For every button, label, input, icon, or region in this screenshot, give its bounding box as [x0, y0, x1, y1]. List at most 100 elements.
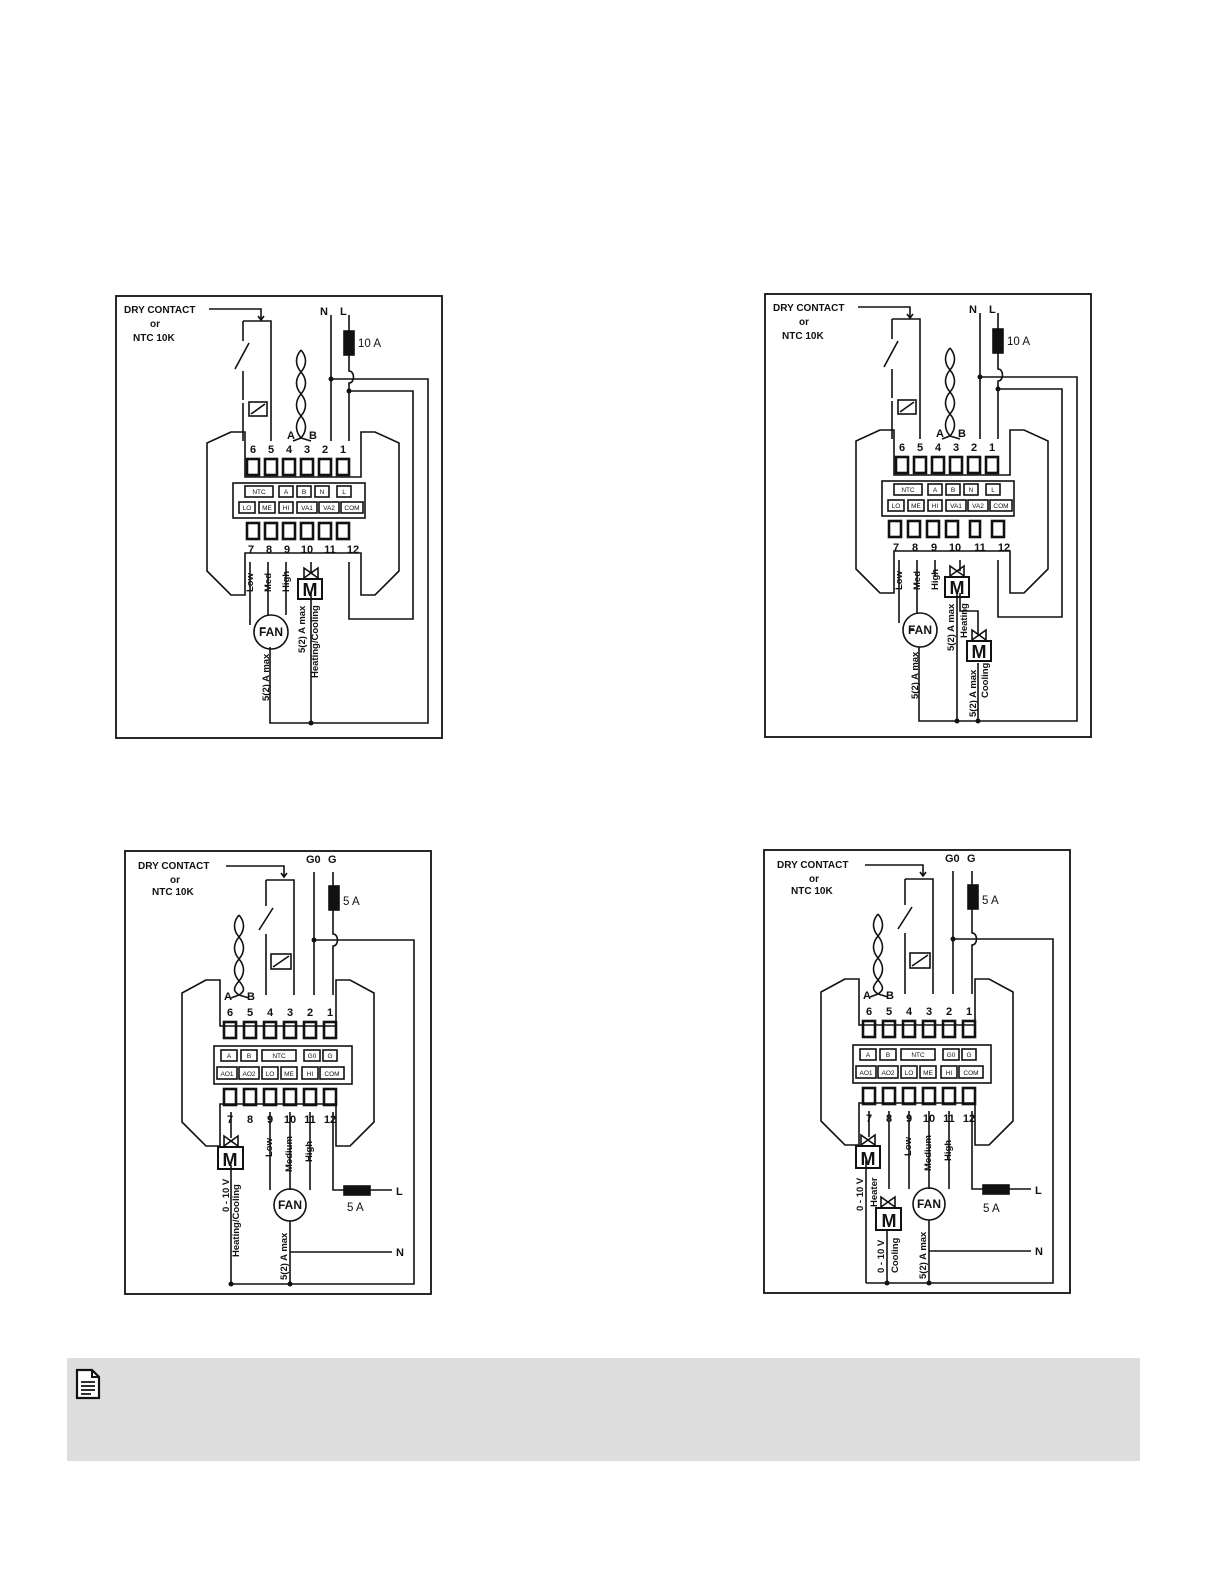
- terminal-num: 11: [974, 542, 986, 554]
- terminal-label: NTC: [252, 489, 266, 496]
- diagram-c-title-2: or: [170, 875, 180, 886]
- terminal-label: ME: [262, 505, 272, 512]
- terminal-num: 5: [886, 1006, 892, 1018]
- terminal-num: 7: [893, 542, 899, 554]
- terminal-label: G: [327, 1053, 332, 1060]
- terminal-num: 2: [322, 444, 328, 456]
- diagram-a-title-3: NTC 10K: [133, 333, 175, 344]
- fan-speed-high: High: [281, 571, 292, 592]
- diagram-c-title-3: NTC 10K: [152, 887, 194, 898]
- terminal-label: G0: [308, 1053, 317, 1060]
- wiring-diagram-c-svg: DRY CONTACT or NTC 10K G0 G 5 A A B 6 5 …: [124, 850, 432, 1295]
- terminal-label: AO2: [881, 1070, 894, 1077]
- terminal-num: 9: [284, 544, 290, 556]
- terminal-label: B: [951, 487, 955, 494]
- fan-speed-low: Low: [894, 570, 905, 590]
- terminal-label: A: [933, 487, 938, 494]
- terminal-num: 7: [227, 1114, 233, 1126]
- terminal-label: LO: [892, 503, 901, 510]
- diagram-b-title-3: NTC 10K: [782, 331, 824, 342]
- terminal-num: 7: [866, 1113, 872, 1125]
- terminal-label: NTC: [911, 1052, 925, 1059]
- mains-l: L: [1035, 1185, 1042, 1197]
- diagram-a-fuse: 10 A: [358, 338, 381, 350]
- fan-label: FAN: [259, 625, 283, 639]
- mains-fuse: 5 A: [983, 1203, 1000, 1215]
- diagram-b-supply-n: N: [969, 304, 977, 316]
- terminal-label: A: [227, 1053, 232, 1060]
- terminal-label: G0: [947, 1052, 956, 1059]
- terminal-num: 2: [946, 1006, 952, 1018]
- actuator-cooling-function: Cooling: [980, 662, 991, 698]
- terminal-label: VA1: [301, 505, 313, 512]
- terminal-label: B: [886, 1052, 890, 1059]
- diagram-a-supply-n: N: [320, 306, 328, 318]
- terminal-num: 10: [301, 544, 313, 556]
- terminal-num: 11: [943, 1113, 955, 1125]
- terminal-num: 1: [989, 442, 995, 454]
- terminal-num: 8: [912, 542, 918, 554]
- terminal-num: 4: [906, 1006, 913, 1018]
- terminal-num: 4: [935, 442, 942, 454]
- diagram-a-supply-l: L: [340, 306, 347, 318]
- fan-label: FAN: [917, 1197, 941, 1211]
- terminal-num: 4: [286, 444, 293, 456]
- diagram-d-title-1: DRY CONTACT: [777, 860, 848, 871]
- terminal-num: 9: [906, 1113, 912, 1125]
- terminal-num: 10: [284, 1114, 296, 1126]
- terminal-num: 6: [250, 444, 256, 456]
- terminal-num: 5: [247, 1007, 253, 1019]
- fan-rating: 5(2) A max: [279, 1232, 290, 1280]
- terminal-label: LO: [266, 1071, 275, 1078]
- actuator-rating: 5(2) A max: [297, 605, 308, 653]
- actuator-heating-function: Heating: [959, 603, 970, 638]
- terminal-num: 7: [248, 544, 254, 556]
- wiring-diagram-b: DRY CONTACT or NTC 10K N L 10 A A B 6 5 …: [764, 293, 1092, 738]
- diagram-a-bus-b: B: [309, 430, 317, 442]
- actuator-cooling-rating: 5(2) A max: [968, 669, 979, 717]
- actuator-function: Heating/Cooling: [231, 1184, 242, 1257]
- diagram-c-title-1: DRY CONTACT: [138, 861, 209, 872]
- diagram-b-bus-b: B: [958, 428, 966, 440]
- terminal-label: ME: [284, 1071, 294, 1078]
- fan-label: FAN: [908, 623, 932, 637]
- terminal-label: ME: [911, 503, 921, 510]
- terminal-num: 1: [340, 444, 346, 456]
- terminal-label: HI: [932, 503, 939, 510]
- terminal-num: 1: [327, 1007, 333, 1019]
- terminal-label: NTC: [272, 1053, 286, 1060]
- terminal-num: 3: [926, 1006, 932, 1018]
- actuator-heater-motor: M: [861, 1149, 876, 1169]
- mains-n: N: [1035, 1246, 1043, 1258]
- terminal-num: 2: [971, 442, 977, 454]
- wiring-diagram-a: DRY CONTACT or NTC 10K N L 10 A A B 6 5 …: [115, 295, 443, 739]
- wiring-diagram-a-svg: DRY CONTACT or NTC 10K N L 10 A A B 6 5 …: [115, 295, 443, 739]
- fan-speed-high: High: [943, 1140, 954, 1161]
- terminal-num: 9: [931, 542, 937, 554]
- fan-label: FAN: [278, 1198, 302, 1212]
- mains-fuse: 5 A: [347, 1202, 364, 1214]
- diagram-b-title-1: DRY CONTACT: [773, 303, 844, 314]
- wiring-diagram-d: DRY CONTACT or NTC 10K G0 G 5 A A B 6 5 …: [763, 849, 1071, 1295]
- fan-speed-high: High: [304, 1141, 315, 1162]
- terminal-num: 12: [998, 542, 1010, 554]
- mains-l: L: [396, 1186, 403, 1198]
- fan-speed-med: Med: [912, 571, 923, 590]
- terminal-num: 12: [963, 1113, 975, 1125]
- terminal-num: 8: [886, 1113, 892, 1125]
- fan-speed-medium: Medium: [923, 1135, 934, 1171]
- terminal-label: B: [302, 489, 306, 496]
- diagram-b-fuse: 10 A: [1007, 336, 1030, 348]
- terminal-label: COM: [993, 503, 1008, 510]
- terminal-num: 3: [304, 444, 310, 456]
- actuator-cooling-motor: M: [972, 642, 987, 662]
- diagram-c-supply-g0: G0: [306, 854, 321, 866]
- diagram-d-bus-a: A: [863, 990, 871, 1002]
- terminal-label: N: [969, 487, 974, 494]
- fan-speed-med: Med: [263, 573, 274, 592]
- terminal-label: ME: [923, 1070, 933, 1077]
- terminal-num: 3: [287, 1007, 293, 1019]
- diagram-d-title-2: or: [809, 874, 819, 885]
- fan-rating: 5(2) A max: [910, 651, 921, 699]
- terminal-num: 8: [266, 544, 272, 556]
